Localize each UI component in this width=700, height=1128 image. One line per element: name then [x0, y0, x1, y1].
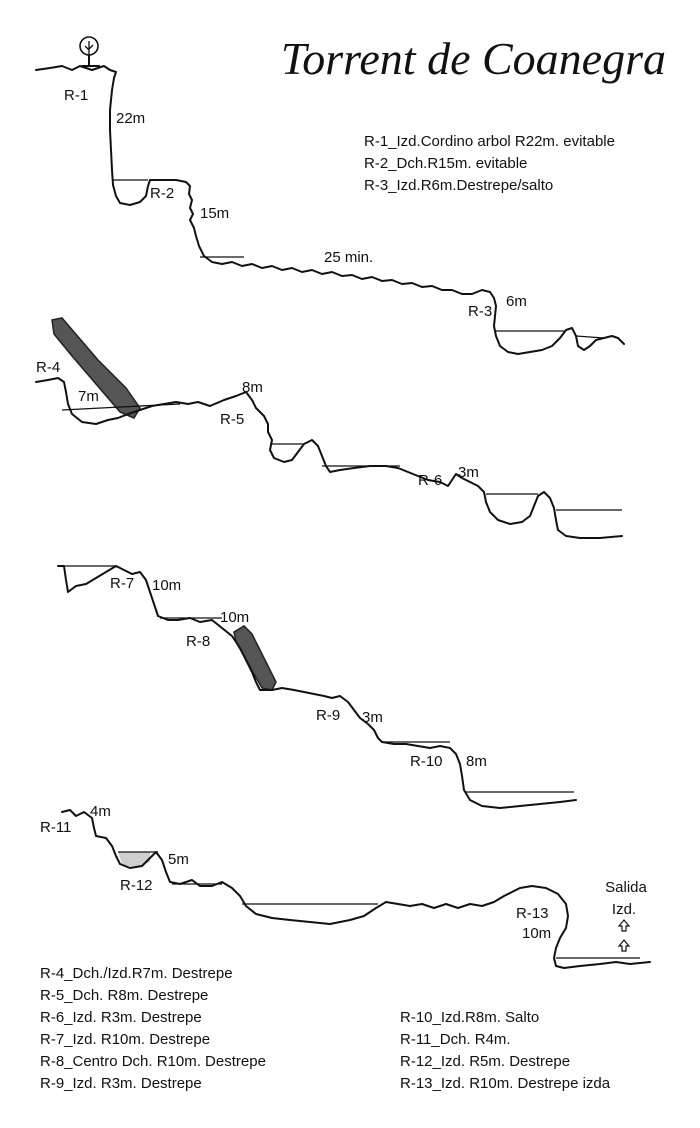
legend-item-r11: R-11_Dch. R4m.: [400, 1031, 511, 1048]
profile-section-3: [57, 565, 577, 809]
r13-label: R-13: [516, 905, 549, 922]
page-title: Torrent de Coanegra: [281, 33, 666, 84]
r3-label: R-3: [468, 303, 492, 320]
r6-length: 3m: [458, 464, 479, 481]
r10-label: R-10: [410, 753, 443, 770]
r11-label: R-11: [40, 819, 71, 836]
legend-item-r9: R-9_Izd. R3m. Destrepe: [40, 1075, 202, 1092]
r7-label: R-7: [110, 575, 134, 592]
r4-length: 7m: [78, 388, 99, 405]
r1-label: R-1: [64, 87, 88, 104]
legend-item-r12: R-12_Izd. R5m. Destrepe: [400, 1053, 570, 1070]
legend-left: R-4_Dch./Izd.R7m. Destrepe R-5_Dch. R8m.…: [40, 965, 266, 1092]
profile-line-1: [35, 65, 625, 355]
r11-length: 4m: [90, 803, 111, 820]
exit-label: Salida: [605, 879, 647, 896]
exit-side: Izd.: [612, 901, 636, 918]
r10-length: 8m: [466, 753, 487, 770]
r1-length: 22m: [116, 110, 145, 127]
profile-section-4: [61, 809, 651, 969]
r6-label: R-6: [418, 472, 442, 489]
legend-item-r1: R-1_Izd.Cordino arbol R22m. evitable: [364, 133, 615, 150]
legend-item-r2: R-2_Dch.R15m. evitable: [364, 155, 527, 172]
r9-length: 3m: [362, 709, 383, 726]
r5-length: 8m: [242, 379, 263, 396]
walk-time: 25 min.: [324, 249, 373, 266]
legend-item-r13: R-13_Izd. R10m. Destrepe izda: [400, 1075, 611, 1092]
legend-item-r8: R-8_Centro Dch. R10m. Destrepe: [40, 1053, 266, 1070]
r13-length: 10m: [522, 925, 551, 942]
profile-line-2: [35, 377, 623, 539]
r9-label: R-9: [316, 707, 340, 724]
legend-right: R-10_Izd.R8m. Salto R-11_Dch. R4m. R-12_…: [400, 1009, 611, 1092]
r8-length: 10m: [220, 609, 249, 626]
tree-icon: [79, 36, 100, 67]
r7-length: 10m: [152, 577, 181, 594]
legend-item-r10: R-10_Izd.R8m. Salto: [400, 1009, 539, 1026]
legend-item-r4: R-4_Dch./Izd.R7m. Destrepe: [40, 965, 233, 982]
profile-section-2: [35, 317, 623, 539]
pool-r3: [495, 330, 605, 339]
r12-length: 5m: [168, 851, 189, 868]
profile-line-3: [57, 565, 577, 809]
r2-label: R-2: [150, 185, 174, 202]
r5-label: R-5: [220, 411, 244, 428]
legend-item-r3: R-3_Izd.R6m.Destrepe/salto: [364, 177, 553, 194]
legend-top: R-1_Izd.Cordino arbol R22m. evitable R-2…: [364, 133, 615, 194]
r12-label: R-12: [120, 877, 153, 894]
r3-length: 6m: [506, 293, 527, 310]
pool-r4: [61, 403, 181, 411]
r4-label: R-4: [36, 359, 60, 376]
legend-item-r5: R-5_Dch. R8m. Destrepe: [40, 987, 208, 1004]
legend-item-r7: R-7_Izd. R10m. Destrepe: [40, 1031, 210, 1048]
up-arrow-icon: [617, 919, 631, 952]
profile-line-4: [61, 809, 651, 969]
r2-length: 15m: [200, 205, 229, 222]
r8-label: R-8: [186, 633, 210, 650]
boulder-r4: [51, 317, 141, 419]
legend-item-r6: R-6_Izd. R3m. Destrepe: [40, 1009, 202, 1026]
profile-section-1: [35, 65, 625, 355]
pool-r12-fill: [118, 852, 150, 868]
